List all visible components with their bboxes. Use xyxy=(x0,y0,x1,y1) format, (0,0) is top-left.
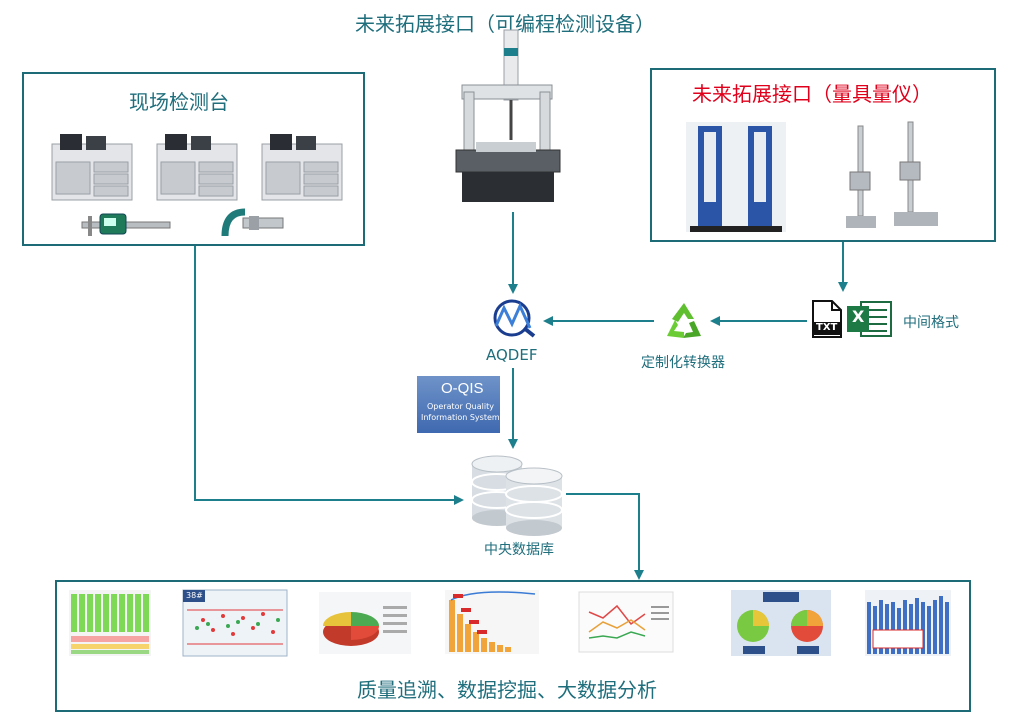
recycle-icon xyxy=(667,303,701,338)
arrow-station-to-database xyxy=(194,246,464,505)
analysis-title: 质量追溯、数据挖掘、大数据分析 xyxy=(357,678,657,702)
analysis-thumbnail-2-tag: 38# xyxy=(186,591,203,600)
oqis-subtitle-2: Information System xyxy=(421,413,500,422)
workbench-image-3 xyxy=(261,134,343,201)
oqis-badge: O-QIS Operator Quality Information Syste… xyxy=(417,376,500,433)
depth-caliper-image xyxy=(81,213,171,236)
converter-label: 定制化转换器 xyxy=(641,355,725,371)
gauges-title: 未来拓展接口（量具量仪） xyxy=(692,82,932,106)
height-gauge-image xyxy=(846,121,938,228)
analysis-box: 38# xyxy=(55,580,971,712)
analysis-thumbnail-3 xyxy=(319,592,411,654)
aqdef-logo-icon xyxy=(493,299,536,338)
excel-file-icon xyxy=(847,301,892,337)
workbench-image-1 xyxy=(51,134,133,201)
oqis-title: O-QIS xyxy=(441,380,484,397)
txt-file-icon xyxy=(812,300,842,338)
air-gauge-image xyxy=(686,122,786,232)
station-box: 现场检测台 xyxy=(22,72,365,246)
analysis-thumbnail-7 xyxy=(865,590,951,656)
database-label: 中央数据库 xyxy=(484,542,554,558)
arrow-database-to-analysis xyxy=(566,493,644,580)
analysis-thumbnail-6 xyxy=(731,590,831,656)
analysis-thumbnail-2 xyxy=(182,589,288,657)
excel-icon-text: X xyxy=(852,307,865,326)
database-icon xyxy=(471,455,563,536)
txt-icon-text: TXT xyxy=(816,322,838,333)
analysis-thumbnail-1 xyxy=(69,590,151,656)
oqis-subtitle-1: Operator Quality xyxy=(427,402,494,411)
aqdef-label: AQDEF xyxy=(486,346,538,364)
analysis-thumbnail-5 xyxy=(578,591,674,653)
workbench-image-2 xyxy=(156,134,238,201)
format-label: 中间格式 xyxy=(903,315,959,331)
analysis-thumbnail-4 xyxy=(445,590,539,654)
micrometer-image xyxy=(221,208,284,237)
cmm-machine-image xyxy=(455,29,561,202)
gauges-box: 未来拓展接口（量具量仪） xyxy=(650,68,996,242)
station-title: 现场检测台 xyxy=(129,90,229,114)
